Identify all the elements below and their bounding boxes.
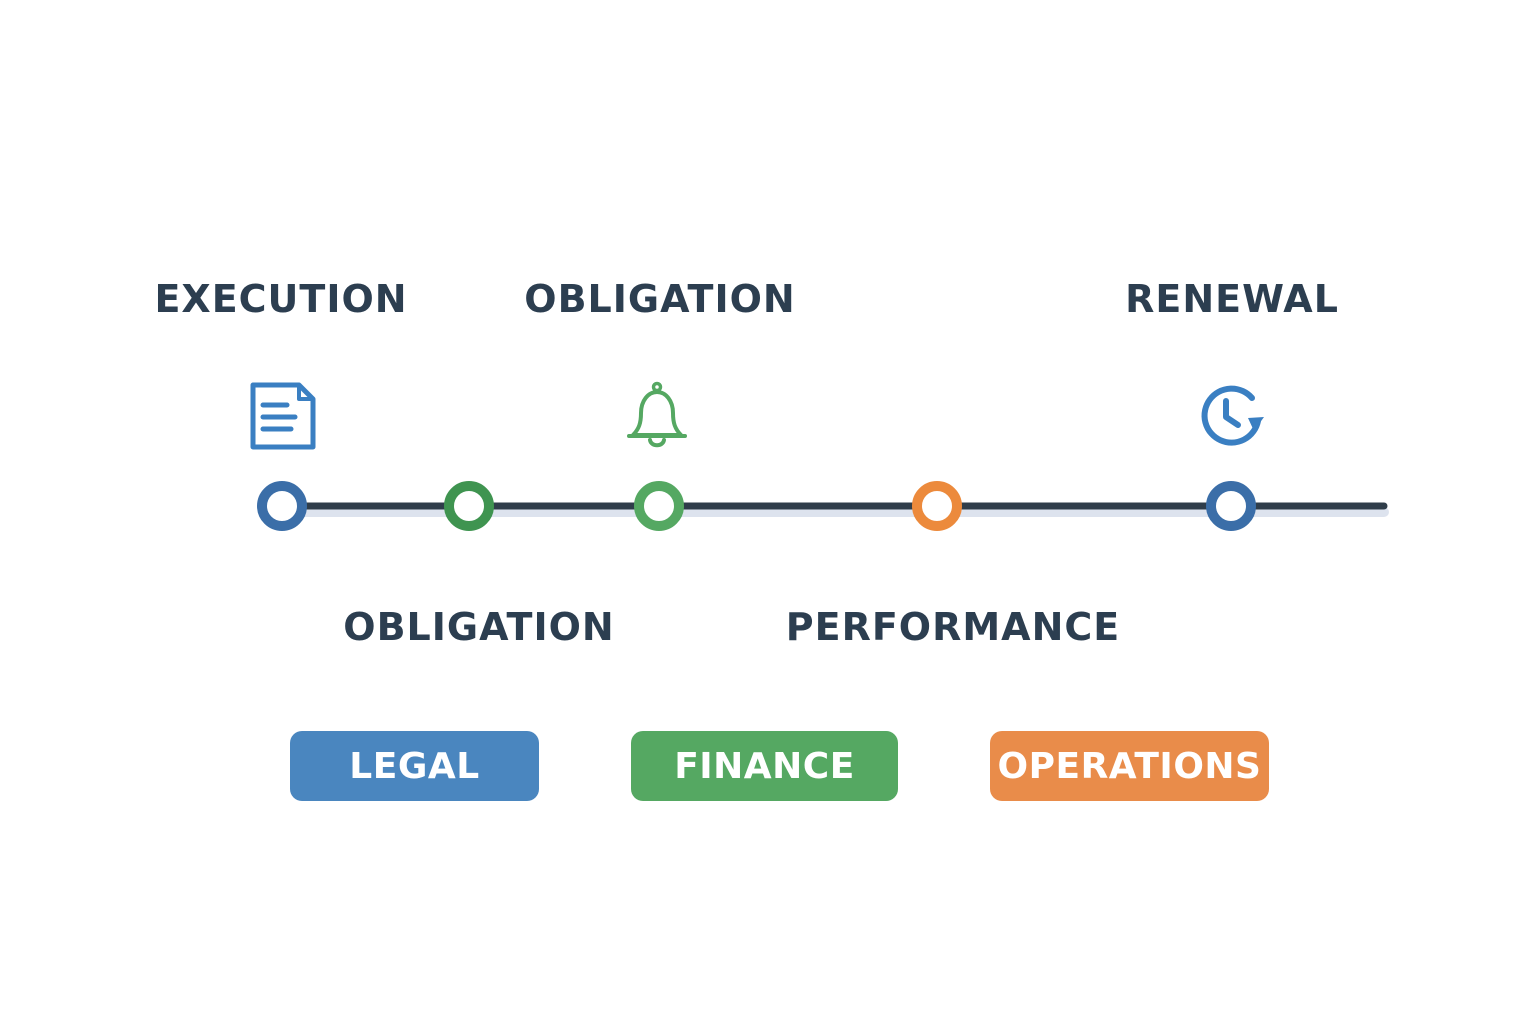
timeline-node-1 (257, 481, 307, 531)
legend-operations: OPERATIONS (990, 731, 1269, 801)
timeline-node-5 (1206, 481, 1256, 531)
legend-finance-label: FINANCE (674, 745, 855, 787)
label-execution: EXECUTION (154, 277, 408, 321)
timeline-node-3 (634, 481, 684, 531)
legend-operations-label: OPERATIONS (997, 745, 1262, 787)
legend-finance: FINANCE (631, 731, 898, 801)
legend-legal-label: LEGAL (349, 745, 480, 787)
label-performance: PERFORMANCE (785, 605, 1121, 649)
legend-legal: LEGAL (290, 731, 539, 801)
document-icon (247, 381, 319, 453)
label-renewal: RENEWAL (1125, 277, 1339, 321)
label-obligation-top: OBLIGATION (524, 277, 796, 321)
bell-icon (621, 381, 693, 453)
timeline-node-4 (912, 481, 962, 531)
timeline-nodes (257, 481, 1256, 531)
timeline-node-2 (444, 481, 494, 531)
label-obligation-bottom: OBLIGATION (343, 605, 615, 649)
clock-renew-icon (1196, 381, 1268, 453)
